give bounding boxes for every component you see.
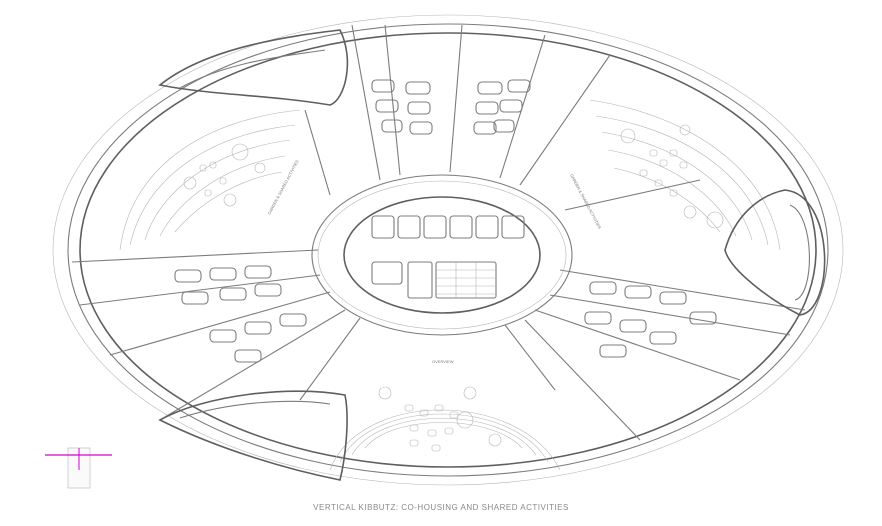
housing-units — [174, 79, 717, 363]
zone-label-left: GARDEN & SHARED ACTIVITIES — [266, 159, 299, 216]
radial-walls — [71, 24, 806, 441]
central-core — [311, 174, 573, 336]
section-marker — [45, 447, 112, 489]
outer-rings — [52, 14, 844, 486]
garden-contours-right — [589, 99, 781, 251]
seating-clusters — [199, 149, 688, 452]
zone-label-right: GARDEN & SHARED ACTIVITIES — [569, 173, 602, 230]
garden-contours-left — [119, 109, 301, 251]
zone-label-bottom: OVERVIEW — [432, 359, 454, 364]
balcony-shells — [158, 29, 826, 481]
planting — [183, 124, 724, 447]
drawing-caption: VERTICAL KIBBUTZ: CO-HOUSING AND SHARED … — [313, 503, 569, 512]
